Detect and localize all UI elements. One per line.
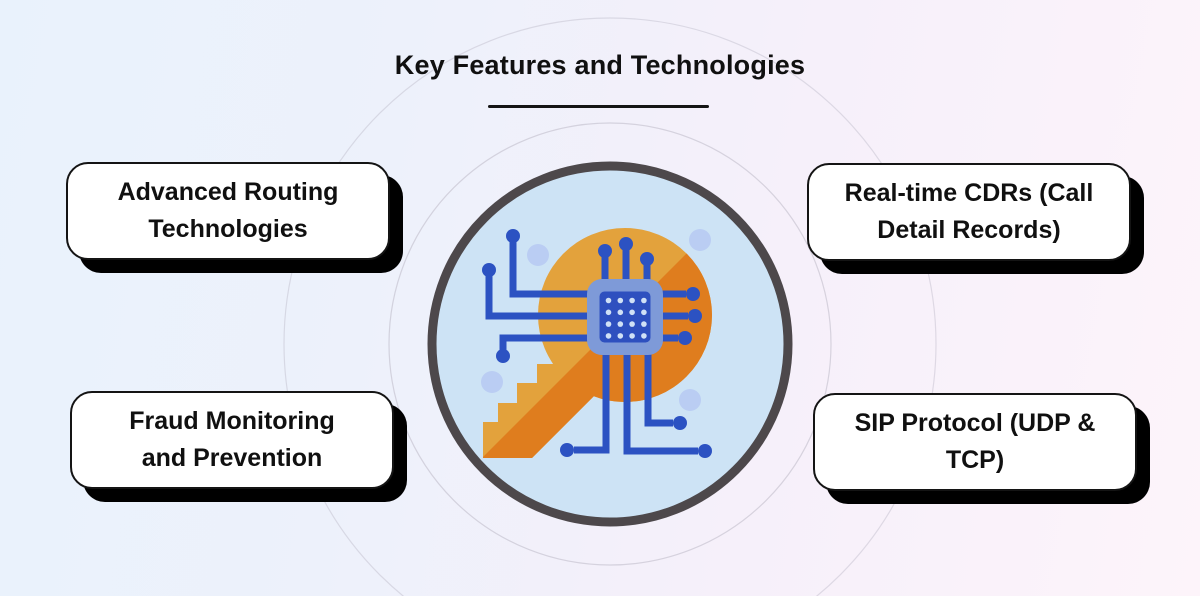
- feature-box-sip-protocol: SIP Protocol (UDP & TCP): [813, 393, 1137, 491]
- circuit-trace-terminals: [482, 229, 712, 458]
- feature-label: Advanced Routing Technologies: [117, 178, 339, 243]
- decor-dot: [689, 229, 711, 251]
- chip-core: [599, 291, 651, 343]
- decor-ring-inner: [388, 122, 832, 566]
- decor-ring-outer: [283, 17, 937, 596]
- feature-box-advanced-routing: Advanced Routing Technologies: [66, 162, 390, 260]
- page-title: Key Features and Technologies: [394, 50, 806, 80]
- decor-dot: [481, 371, 503, 393]
- feature-box-fraud-monitoring: Fraud Monitoring and Prevention: [70, 391, 394, 489]
- decor-dots: [481, 229, 711, 411]
- chip-pin-dots: [605, 297, 647, 339]
- feature-box-realtime-cdrs: Real-time CDRs (Call Detail Records): [807, 163, 1131, 261]
- decor-dot: [527, 244, 549, 266]
- feature-label: Fraud Monitoring and Prevention: [129, 407, 335, 472]
- chip-icon: [587, 279, 663, 355]
- feature-label: SIP Protocol (UDP & TCP): [854, 409, 1096, 474]
- feature-label: Real-time CDRs (Call Detail Records): [844, 179, 1094, 244]
- title-underline: [488, 105, 709, 108]
- decor-dot: [679, 389, 701, 411]
